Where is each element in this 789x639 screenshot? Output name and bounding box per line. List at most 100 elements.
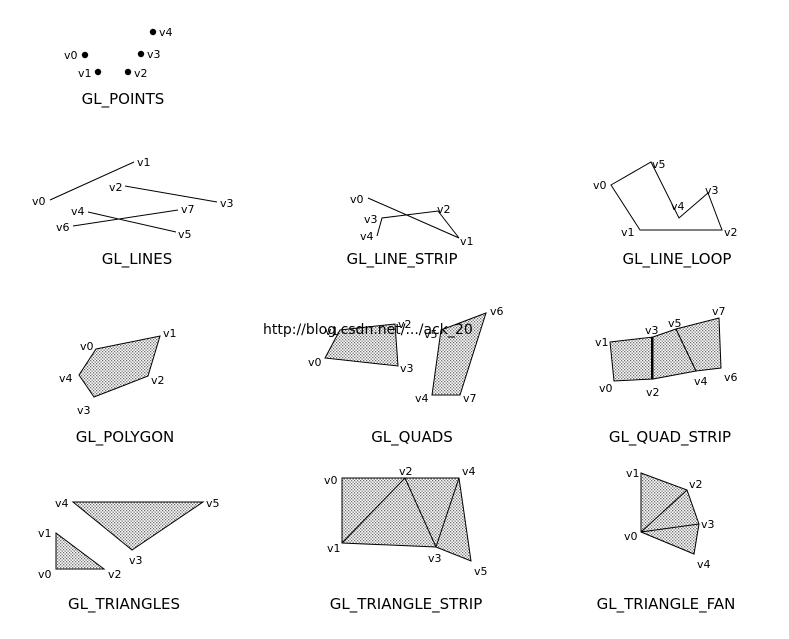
vertex-label: v5 bbox=[424, 328, 438, 341]
vertex-label: v4 bbox=[55, 497, 69, 510]
vertex-label: v2 bbox=[689, 478, 703, 491]
diagram-gl-quad-strip: v1 v0 v3 v2 v5 v4 v7 v6 GL_QUAD_STRIP bbox=[595, 305, 738, 447]
diagram-title: GL_LINE_STRIP bbox=[346, 250, 457, 269]
vertex-label: v1 bbox=[137, 156, 151, 169]
vertex-dot bbox=[81, 51, 89, 59]
vertex-label: v0 bbox=[599, 382, 613, 395]
vertex-label: v2 bbox=[399, 465, 413, 478]
vertex-dot bbox=[124, 68, 132, 76]
vertex-label: v2 bbox=[151, 374, 165, 387]
vertex-label: v5 bbox=[652, 158, 666, 171]
vertex-label: v1 bbox=[78, 67, 92, 80]
vertex-label: v2 bbox=[724, 226, 738, 239]
diagram-title: GL_TRIANGLE_STRIP bbox=[330, 595, 483, 614]
vertex-label: v1 bbox=[163, 327, 177, 340]
triangle-strip-edge bbox=[435, 477, 460, 548]
diagram-gl-triangles: v0 v1 v2 v3 v4 v5 GL_TRIANGLES bbox=[38, 497, 220, 614]
vertex-label: v0 bbox=[350, 193, 364, 206]
quad-shape bbox=[324, 323, 399, 367]
vertex-label: v4 bbox=[697, 558, 711, 571]
triangle-strip-edge bbox=[404, 477, 437, 548]
diagram-title: GL_QUAD_STRIP bbox=[609, 428, 731, 447]
vertex-label: v2 bbox=[108, 568, 122, 581]
vertex-label: v4 bbox=[59, 372, 73, 385]
vertex-label: v2 bbox=[437, 203, 451, 216]
triangle-fan-edge bbox=[640, 489, 688, 533]
vertex-label: v1 bbox=[327, 542, 341, 555]
vertex-label: v7 bbox=[712, 305, 726, 318]
diagram-title: GL_LINES bbox=[102, 250, 172, 269]
vertex-label: v5 bbox=[178, 228, 192, 241]
diagram-title: GL_TRIANGLES bbox=[68, 595, 180, 614]
vertex-label: v6 bbox=[56, 221, 70, 234]
vertex-label: v7 bbox=[181, 203, 195, 216]
diagram-title: GL_TRIANGLE_FAN bbox=[597, 595, 736, 614]
diagram-gl-quads: v0 v1 v2 v3 v4 v5 v6 v7 GL_QUADS bbox=[308, 305, 504, 447]
vertex-label: v3 bbox=[364, 213, 378, 226]
vertex-label: v2 bbox=[109, 181, 123, 194]
vertex-label: v5 bbox=[668, 317, 682, 330]
vertex-label: v4 bbox=[360, 230, 374, 243]
vertex-label: v3 bbox=[147, 48, 161, 61]
diagram-gl-triangle-strip: v0 v1 v2 v3 v4 v5 GL_TRIANGLE_STRIP bbox=[324, 465, 488, 614]
vertex-label: v1 bbox=[38, 527, 52, 540]
vertex-label: v0 bbox=[624, 530, 638, 543]
vertex-label: v0 bbox=[38, 568, 52, 581]
diagram-gl-points: v0 v1 v2 v3 v4 GL_POINTS bbox=[64, 26, 173, 109]
vertex-label: v1 bbox=[626, 467, 640, 480]
diagram-gl-line-loop: v0 v1 v2 v3 v4 v5 GL_LINE_LOOP bbox=[593, 158, 738, 269]
vertex-label: v3 bbox=[129, 554, 143, 567]
diagram-title: GL_POINTS bbox=[82, 90, 165, 109]
vertex-label: v4 bbox=[462, 465, 476, 478]
line-segment bbox=[87, 211, 177, 233]
triangle-shape bbox=[55, 532, 106, 570]
vertex-label: v5 bbox=[474, 565, 488, 578]
vertex-label: v4 bbox=[415, 392, 429, 405]
vertex-label: v0 bbox=[80, 340, 94, 353]
vertex-label: v0 bbox=[324, 474, 338, 487]
vertex-label: v5 bbox=[206, 497, 220, 510]
triangle-shape bbox=[71, 501, 205, 551]
vertex-dot bbox=[94, 68, 102, 76]
vertex-label: v3 bbox=[400, 362, 414, 375]
vertex-label: v7 bbox=[463, 392, 477, 405]
quad-shape bbox=[431, 312, 487, 396]
vertex-label: v1 bbox=[325, 325, 339, 338]
triangle-fan-shape bbox=[640, 472, 700, 555]
vertex-label: v3 bbox=[645, 324, 659, 337]
watermark-text: http://blog.csdn.net/.../ack_20 bbox=[263, 322, 473, 338]
vertex-label: v6 bbox=[724, 371, 738, 384]
vertex-label: v1 bbox=[595, 336, 609, 349]
quad-strip-segment bbox=[609, 336, 654, 382]
triangle-strip-edge bbox=[341, 477, 406, 544]
diagram-gl-polygon: v0 v1 v2 v3 v4 GL_POLYGON bbox=[59, 327, 177, 447]
diagram-gl-triangle-fan: v0 v1 v2 v3 v4 GL_TRIANGLE_FAN bbox=[597, 467, 736, 614]
diagram-title: GL_LINE_LOOP bbox=[623, 250, 732, 269]
vertex-label: v1 bbox=[460, 235, 474, 248]
vertex-label: v3 bbox=[77, 404, 91, 417]
vertex-label: v3 bbox=[428, 552, 442, 565]
quad-strip-segment bbox=[675, 317, 722, 372]
vertex-label: v4 bbox=[694, 375, 708, 388]
vertex-label: v2 bbox=[134, 67, 148, 80]
vertex-label: v0 bbox=[308, 356, 322, 369]
line-segment bbox=[124, 185, 218, 203]
line-loop-path bbox=[610, 161, 723, 231]
vertex-label: v4 bbox=[671, 200, 685, 213]
diagram-title: GL_POLYGON bbox=[76, 428, 175, 447]
line-segment bbox=[72, 209, 179, 227]
diagram-gl-lines: v0 v1 v2 v3 v4 v5 v6 v7 GL_LINES bbox=[32, 156, 234, 269]
vertex-label: v3 bbox=[705, 184, 719, 197]
polygon-shape bbox=[78, 335, 161, 398]
line-strip-path bbox=[367, 197, 460, 239]
triangle-strip-shape bbox=[341, 477, 472, 562]
vertex-label: v3 bbox=[701, 518, 715, 531]
vertex-label: v0 bbox=[32, 195, 46, 208]
vertex-label: v0 bbox=[593, 179, 607, 192]
vertex-dot bbox=[149, 28, 157, 36]
vertex-label: v4 bbox=[159, 26, 173, 39]
triangle-fan-edge bbox=[640, 523, 700, 533]
line-segment bbox=[49, 161, 135, 201]
vertex-dot bbox=[137, 50, 145, 58]
